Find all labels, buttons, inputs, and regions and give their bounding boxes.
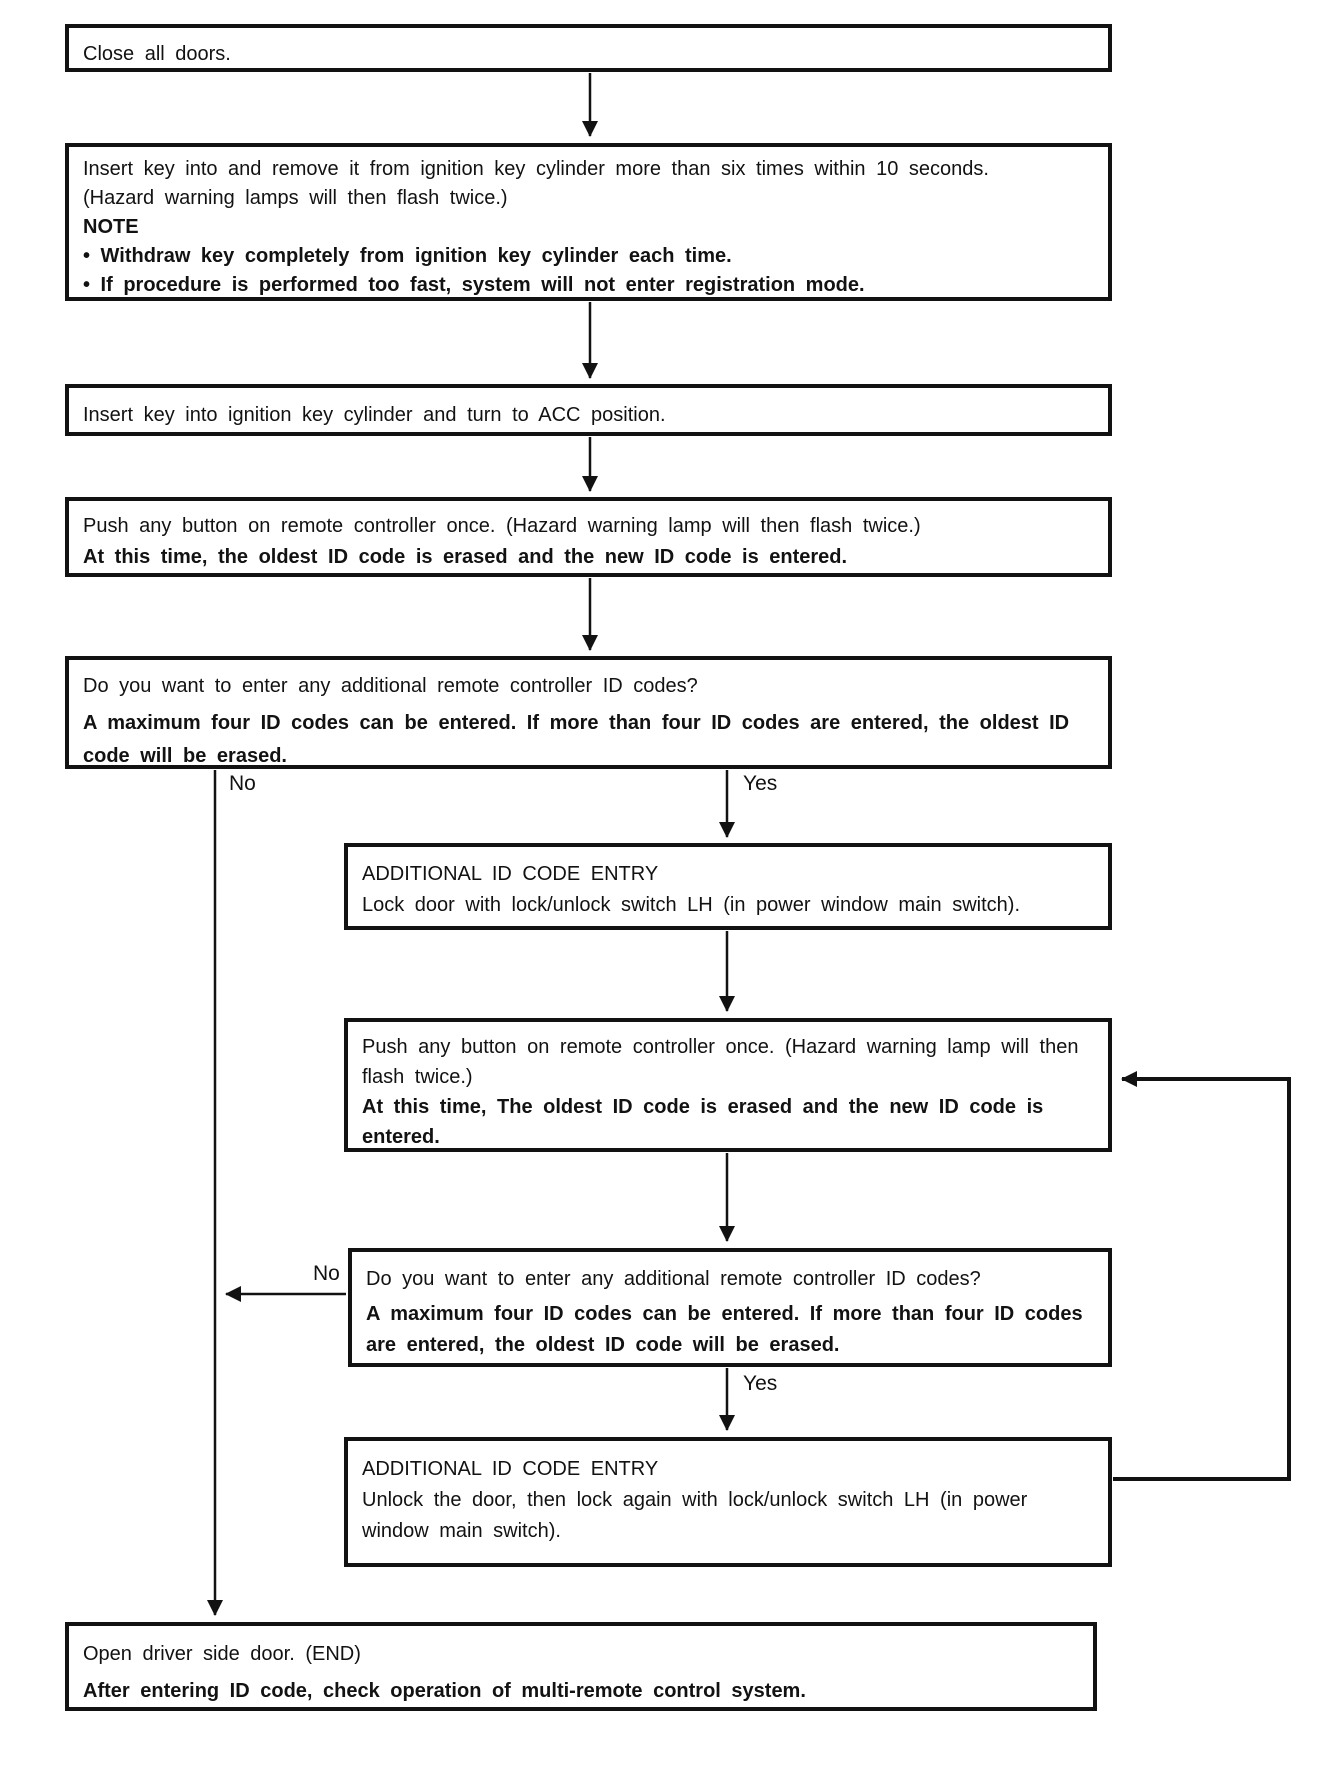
- box-text-line: After entering ID code, check operation …: [83, 1680, 806, 1702]
- box-title: ADDITIONAL ID CODE ENTRY: [362, 1458, 659, 1480]
- note-item: • Withdraw key completely from ignition …: [83, 245, 732, 267]
- flow-box-close-doors: Close all doors.: [65, 24, 1112, 72]
- branch-label-no-second: No: [310, 1262, 343, 1286]
- box-title: ADDITIONAL ID CODE ENTRY: [362, 863, 659, 885]
- flow-box-acc-position: Insert key into ignition key cylinder an…: [65, 384, 1112, 436]
- box-text-line: Push any button on remote controller onc…: [362, 1036, 1079, 1088]
- note-heading: NOTE: [83, 216, 139, 238]
- box-text-line: (Hazard warning lamps will then flash tw…: [83, 187, 508, 209]
- flow-box-additional-entry-lock: ADDITIONAL ID CODE ENTRY Lock door with …: [344, 843, 1112, 930]
- flow-box-decision-first: Do you want to enter any additional remo…: [65, 656, 1112, 769]
- box-text-line: Close all doors.: [83, 43, 231, 65]
- flow-box-push-button-first: Push any button on remote controller onc…: [65, 497, 1112, 577]
- box-text-line: Unlock the door, then lock again with lo…: [362, 1489, 1028, 1542]
- flow-box-additional-entry-unlock: ADDITIONAL ID CODE ENTRY Unlock the door…: [344, 1437, 1112, 1567]
- decision-detail: A maximum four ID codes can be entered. …: [366, 1303, 1083, 1356]
- flow-box-key-cycle: Insert key into and remove it from ignit…: [65, 143, 1112, 301]
- box-text-line: At this time, the oldest ID code is eras…: [83, 546, 848, 568]
- flow-box-push-button-second: Push any button on remote controller onc…: [344, 1018, 1112, 1152]
- box-text-line: Insert key into ignition key cylinder an…: [83, 404, 666, 426]
- box-text-line: Open driver side door. (END): [83, 1643, 361, 1665]
- decision-question: Do you want to enter any additional remo…: [366, 1268, 981, 1290]
- branch-label-yes-first: Yes: [740, 772, 781, 796]
- flow-box-end: Open driver side door. (END) After enter…: [65, 1622, 1097, 1711]
- box-text-line: Insert key into and remove it from ignit…: [83, 158, 989, 180]
- decision-question: Do you want to enter any additional remo…: [83, 675, 698, 697]
- box-text-line: Push any button on remote controller onc…: [83, 515, 921, 537]
- loop-add2-to-push2: [1113, 1071, 1291, 1481]
- branch-label-yes-second: Yes: [740, 1372, 781, 1396]
- branch-label-no-first: No: [226, 772, 259, 796]
- box-text-line: Lock door with lock/unlock switch LH (in…: [362, 894, 1021, 916]
- box-text-line: At this time, The oldest ID code is eras…: [362, 1096, 1044, 1148]
- decision-detail: A maximum four ID codes can be entered. …: [83, 712, 1070, 767]
- flow-box-decision-second: Do you want to enter any additional remo…: [348, 1248, 1112, 1367]
- note-item: • If procedure is performed too fast, sy…: [83, 274, 865, 296]
